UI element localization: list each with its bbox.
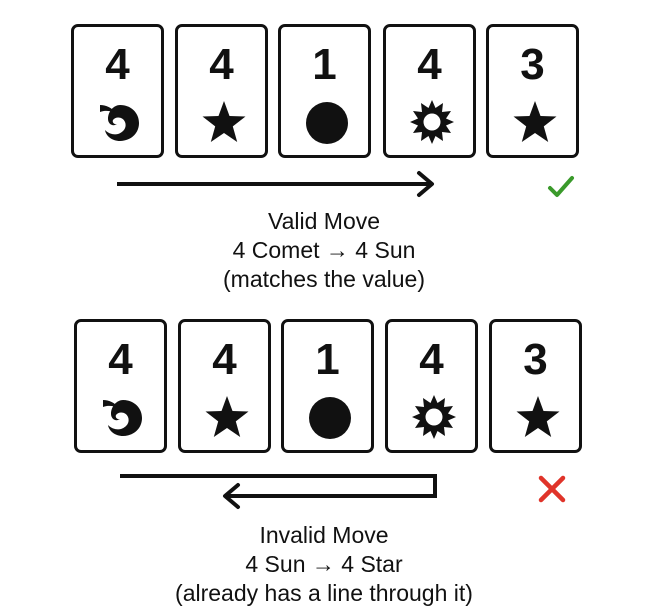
star-icon <box>204 394 250 440</box>
card-value: 3 <box>523 335 548 384</box>
card-value: 4 <box>212 335 237 384</box>
caption-valid: Valid Move 4 Comet → 4 Sun (matches the … <box>0 207 648 294</box>
card-value: 4 <box>419 335 444 384</box>
card-value: 4 <box>108 335 133 384</box>
card-5: 3 <box>486 24 579 158</box>
example-invalid: 4 4 1 4 3 Invalid Move 4 Su <box>0 300 648 614</box>
card-5: 3 <box>489 319 582 453</box>
circle-icon <box>307 394 353 440</box>
sun-icon <box>409 99 455 145</box>
caption-move: 4 Sun → 4 Star <box>245 551 403 577</box>
card-2: 4 <box>178 319 271 453</box>
comet-icon <box>100 394 146 440</box>
caption-invalid: Invalid Move 4 Sun → 4 Star (already has… <box>0 521 648 608</box>
circle-icon <box>304 99 350 145</box>
card-3: 1 <box>281 319 374 453</box>
move-arrow-right <box>117 171 434 197</box>
card-value: 3 <box>520 40 545 89</box>
caption-move: 4 Comet → 4 Sun <box>232 237 416 263</box>
card-1: 4 <box>71 24 164 158</box>
card-value: 4 <box>105 40 130 89</box>
check-icon <box>548 176 574 197</box>
cross-icon <box>538 475 566 503</box>
card-4: 4 <box>385 319 478 453</box>
move-arrow-back <box>120 474 437 509</box>
caption-reason: (already has a line through it) <box>175 580 473 606</box>
star-icon <box>515 394 561 440</box>
card-value: 4 <box>417 40 442 89</box>
card-value: 1 <box>312 40 337 89</box>
star-icon <box>512 99 558 145</box>
card-1: 4 <box>74 319 167 453</box>
caption-title: Invalid Move <box>259 522 389 548</box>
star-icon <box>201 99 247 145</box>
caption-title: Valid Move <box>267 208 381 234</box>
card-value: 4 <box>209 40 234 89</box>
comet-icon <box>97 99 143 145</box>
card-4: 4 <box>383 24 476 158</box>
caption-reason: (matches the value) <box>223 266 425 292</box>
card-3: 1 <box>278 24 371 158</box>
card-2: 4 <box>175 24 268 158</box>
example-valid: 4 4 1 4 3 Valid Move 4 Comet → 4 <box>0 0 648 300</box>
card-value: 1 <box>315 335 340 384</box>
sun-icon <box>411 394 457 440</box>
